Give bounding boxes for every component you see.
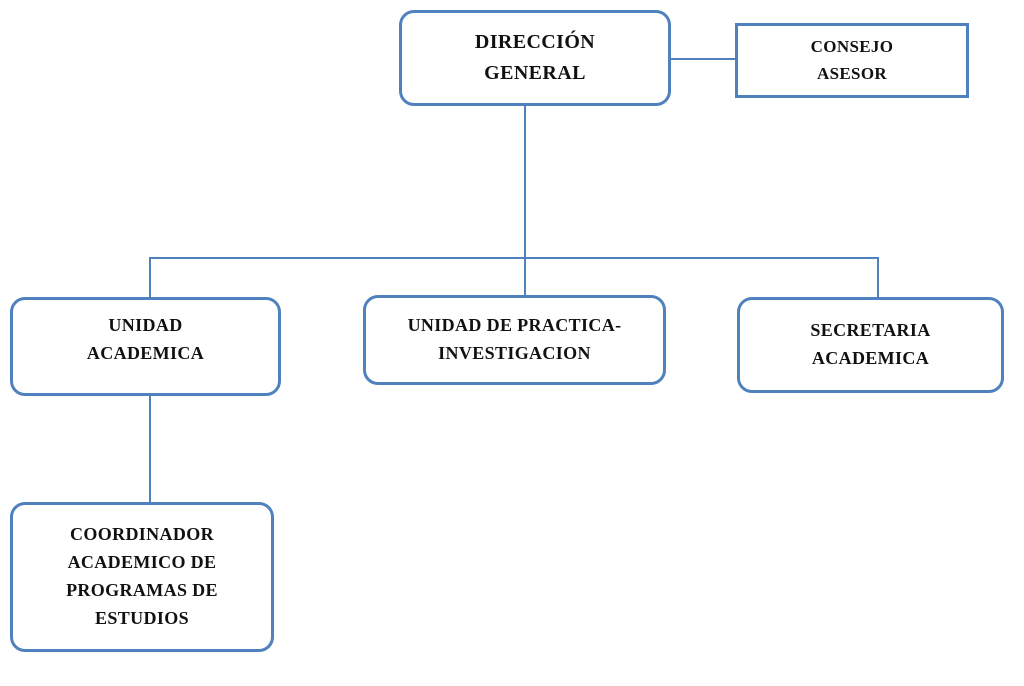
node-unidad-practica-investigacion: UNIDAD DE PRACTICA- INVESTIGACION bbox=[363, 295, 666, 385]
node-unidad-academica: UNIDAD ACADEMICA bbox=[10, 297, 281, 396]
node-consejo-asesor: CONSEJO ASESOR bbox=[735, 23, 969, 98]
connector-branch-horizontal bbox=[149, 257, 879, 259]
connector-academica-coordinador bbox=[149, 395, 151, 503]
connector-drop-secretaria bbox=[877, 257, 879, 298]
node-secretaria-academica: SECRETARIA ACADEMICA bbox=[737, 297, 1004, 393]
connector-direccion-trunk bbox=[524, 106, 526, 258]
node-coordinador-academico: COORDINADOR ACADEMICO DE PROGRAMAS DE ES… bbox=[10, 502, 274, 652]
connector-drop-unidad-academica bbox=[149, 257, 151, 298]
connector-direccion-consejo bbox=[671, 58, 735, 60]
connector-drop-unidad-practica bbox=[524, 257, 526, 296]
node-direccion-general: DIRECCIÓN GENERAL bbox=[399, 10, 671, 106]
